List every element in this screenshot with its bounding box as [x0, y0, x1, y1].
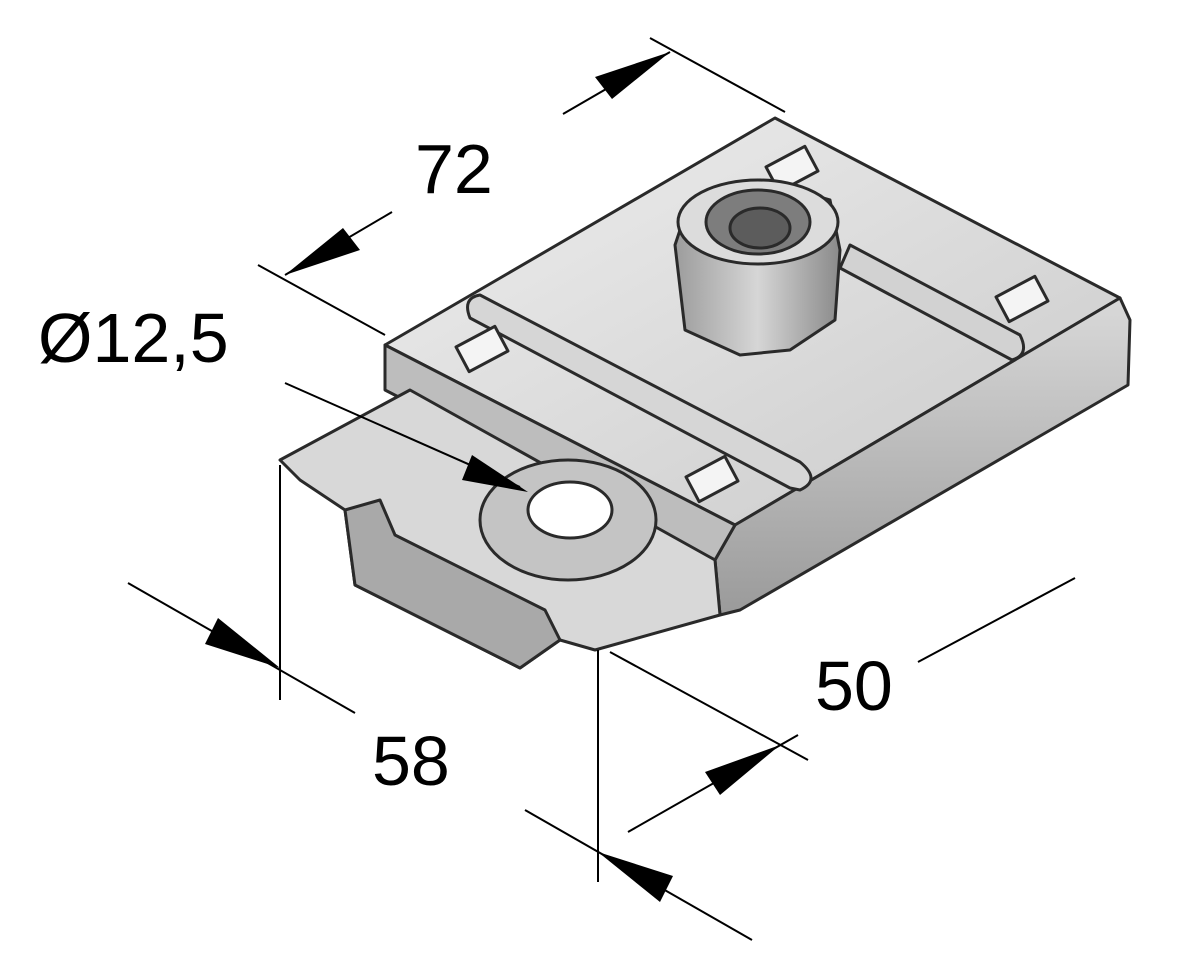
dimension-58: 58: [127, 465, 753, 941]
arrow-58-right: [598, 852, 673, 902]
dimension-72: 72: [257, 37, 786, 336]
clip-channel: [343, 498, 562, 670]
arrow-diameter: [462, 455, 528, 492]
dimension-diameter-label: Ø12,5: [38, 299, 229, 377]
rib: [466, 293, 813, 492]
dimension-diameter: Ø12,5: [38, 299, 528, 492]
rib-2: [838, 243, 1026, 362]
arrow-58-left: [205, 618, 280, 668]
slot-1: [454, 324, 510, 374]
dimension-50-label: 50: [815, 647, 893, 725]
dimension-50: 50: [609, 577, 1076, 833]
slot-2: [684, 454, 740, 504]
arrow-50: [705, 745, 780, 795]
bolt-hole: [526, 480, 614, 540]
nut-bore: [728, 206, 792, 250]
dimension-58-label: 58: [372, 722, 450, 800]
arrow-72-left: [285, 228, 360, 275]
slot-4: [994, 274, 1050, 324]
arrow-72-right: [595, 52, 670, 99]
dimension-72-label: 72: [415, 130, 493, 208]
hex-nut: [673, 178, 842, 357]
